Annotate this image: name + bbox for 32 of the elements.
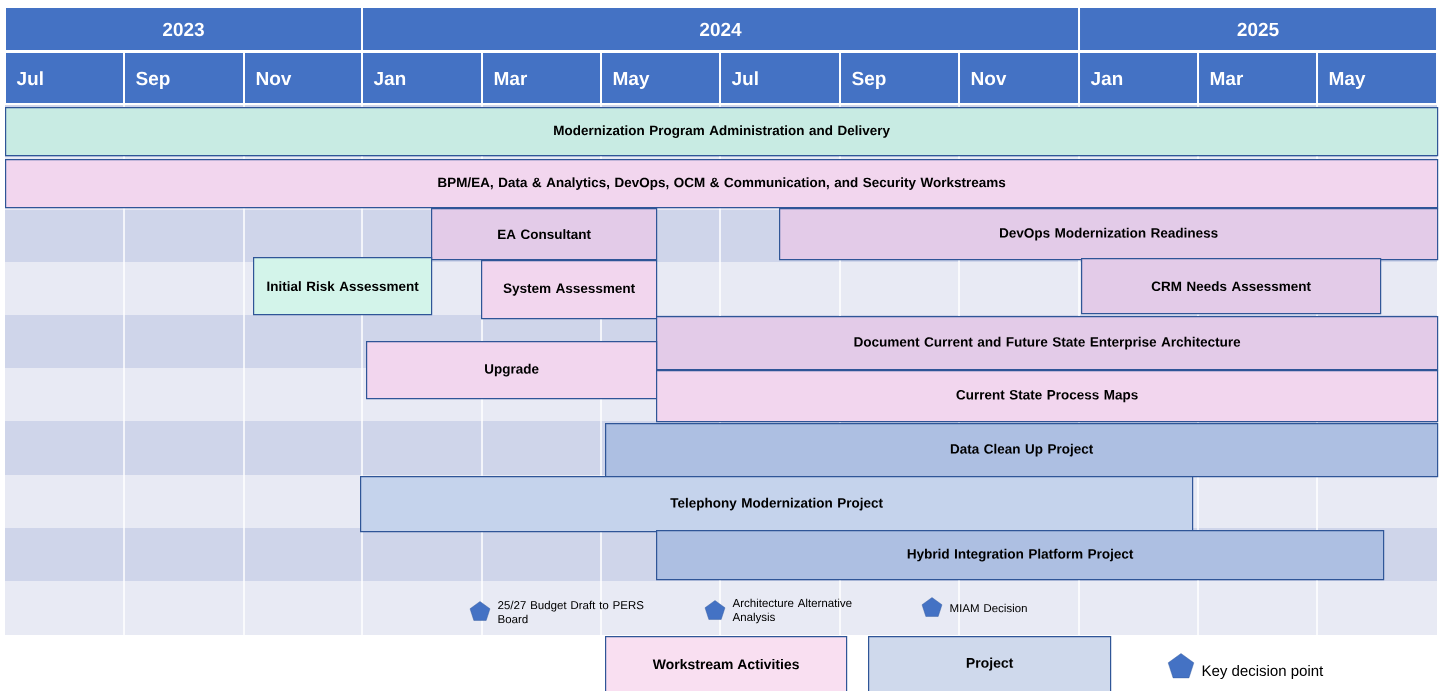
task-bar: Telephony Modernization Project — [360, 476, 1194, 533]
decision-pentagon — [921, 597, 943, 617]
year-header: 2025 — [1080, 8, 1436, 50]
task-bar: Modernization Program Administration and Delivery — [5, 107, 1439, 157]
month-header: Nov — [245, 53, 361, 103]
month-header: Jul — [721, 53, 839, 103]
month-header: Mar — [1199, 53, 1316, 103]
milestone-label: Architecture Alternative Analysis — [732, 598, 852, 624]
month-header: Nov — [960, 53, 1078, 103]
month-header: Mar — [483, 53, 600, 103]
task-bar: Upgrade — [366, 341, 658, 400]
month-header: Jan — [1080, 53, 1197, 103]
month-header: May — [1318, 53, 1436, 103]
month-header: Sep — [841, 53, 958, 103]
month-header: Jul — [6, 53, 123, 103]
task-bar: System Assessment — [481, 260, 658, 320]
month-header: Jan — [363, 53, 481, 103]
task-bar: BPM/EA, Data & Analytics, DevOps, OCM & Communication, and Security Workstreams — [5, 159, 1439, 209]
year-header: 2023 — [6, 8, 361, 50]
month-header: Sep — [125, 53, 243, 103]
task-bar: Initial Risk Assessment — [253, 257, 433, 316]
month-header: May — [602, 53, 719, 103]
milestone-label: 25/27 Budget Draft to PERS Board — [498, 600, 644, 624]
decision-pentagon — [704, 600, 726, 620]
year-header: 2024 — [363, 8, 1078, 50]
decision-pentagon — [469, 601, 491, 621]
task-bar: CRM Needs Assessment — [1081, 258, 1382, 315]
milestone-label: MIAM Decision — [950, 603, 1027, 613]
task-bar: Hybrid Integration Platform Project — [656, 530, 1385, 581]
task-bar: Data Clean Up Project — [605, 423, 1439, 478]
legend-label: Key decision point — [1202, 665, 1324, 679]
task-bar: EA Consultant — [431, 208, 658, 261]
